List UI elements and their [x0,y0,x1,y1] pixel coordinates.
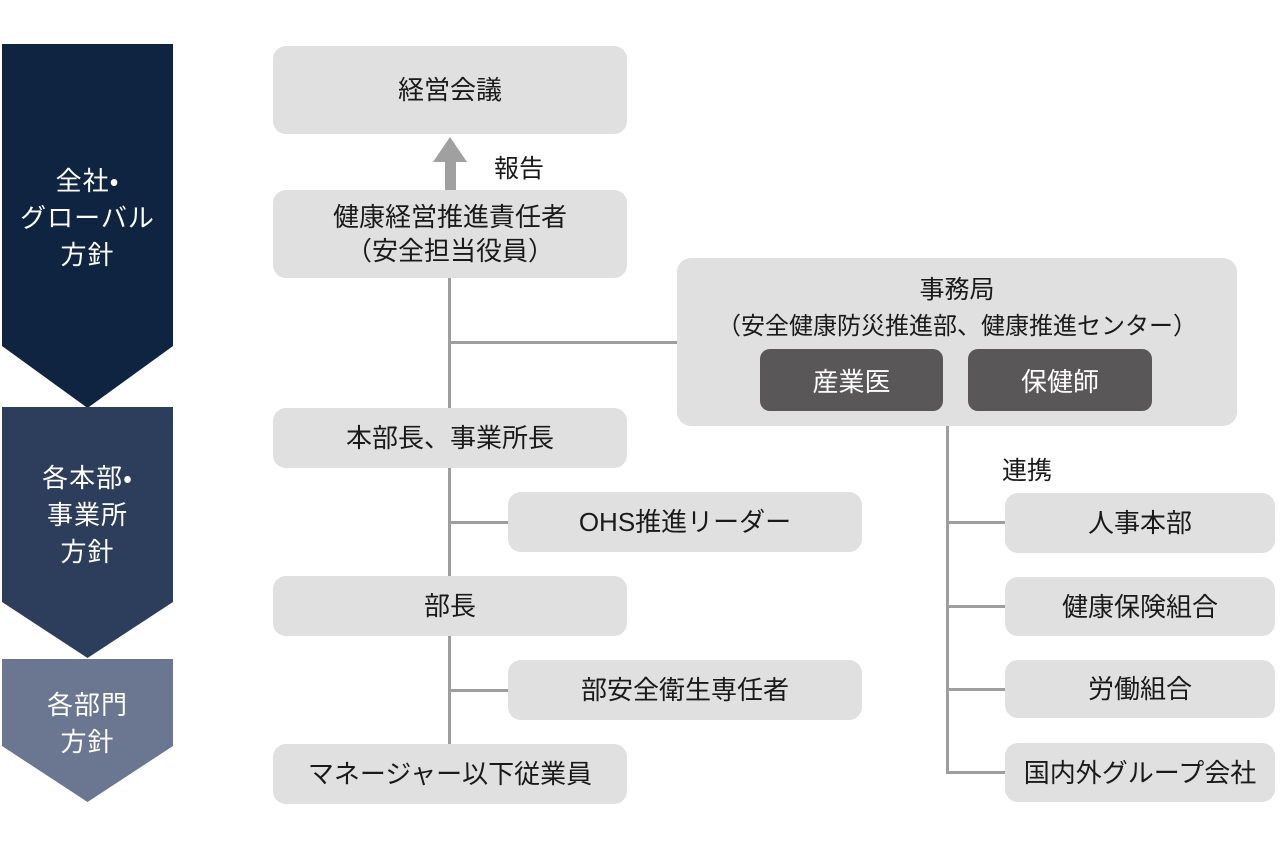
node-management-meeting: 経営会議 [273,46,627,134]
connector-to-ohs-leader [448,521,508,524]
node-industrial-physician: 産業医 [760,349,943,411]
node-department-head: 部長 [273,576,627,636]
ribbon-global-policy: 全社・ グローバル 方針 [2,44,173,408]
secretariat-box: 事務局 （安全健康防災推進部、健康推進センター） 産業医 保健師 [677,258,1237,426]
connector-secretariat-trunk [946,426,949,774]
ribbon-department-policy: 各部門 方針 [2,659,173,802]
report-arrow-icon [445,160,456,191]
secretariat-title: 事務局 [919,276,995,304]
node-health-promotion-officer-label: 健康経営推進責任者 （安全担当役員） [332,202,567,266]
connector-to-health-insurance [946,605,1005,608]
node-health-promotion-officer: 健康経営推進責任者 （安全担当役員） [273,190,627,278]
node-health-insurance-union-label: 健康保険組合 [1061,591,1218,622]
node-dept-safety-officer-label: 部安全衛生専任者 [580,675,789,705]
report-label: 報告 [494,155,545,183]
node-employees-label: マネージャー以下従業員 [307,759,593,789]
ribbon-division-policy-label: 各本部・ 事業所 方針 [42,462,133,567]
node-health-insurance-union: 健康保険組合 [1005,577,1275,636]
node-department-head-label: 部長 [423,591,476,621]
node-management-meeting-label: 経営会議 [397,75,502,105]
node-ohs-leader: OHS推進リーダー [508,492,862,552]
node-labor-union: 労働組合 [1005,660,1275,718]
report-arrowhead-icon [433,137,467,162]
node-hr-division-label: 人事本部 [1087,508,1192,538]
node-public-health-nurse-label: 保健師 [1020,366,1099,397]
node-ohs-leader-label: OHS推進リーダー [578,507,792,537]
node-dept-safety-officer: 部安全衛生専任者 [508,660,862,720]
ribbon-division-policy: 各本部・ 事業所 方針 [2,407,173,658]
node-division-office-heads: 本部長、事業所長 [273,408,627,468]
cooperation-label: 連携 [1002,457,1053,485]
node-division-office-heads-label: 本部長、事業所長 [345,423,554,453]
connector-to-secretariat [448,341,677,344]
ribbon-global-policy-label: 全社・ グローバル 方針 [20,165,155,270]
node-group-companies: 国内外グループ会社 [1005,743,1275,802]
connector-to-group-companies [946,771,1005,774]
node-public-health-nurse: 保健師 [968,349,1152,411]
connector-to-labor-union [946,688,1005,691]
ribbon-department-policy-label: 各部門 方針 [46,690,128,757]
connector-to-hr [946,521,1005,524]
node-group-companies-label: 国内外グループ会社 [1023,757,1257,788]
node-labor-union-label: 労働組合 [1087,674,1192,704]
secretariat-subtitle: （安全健康防災推進部、健康推進センター） [717,313,1197,340]
connector-to-dept-safety-officer [448,689,508,692]
node-employees: マネージャー以下従業員 [273,744,627,804]
node-hr-division: 人事本部 [1005,493,1275,553]
node-industrial-physician-label: 産業医 [812,366,891,397]
